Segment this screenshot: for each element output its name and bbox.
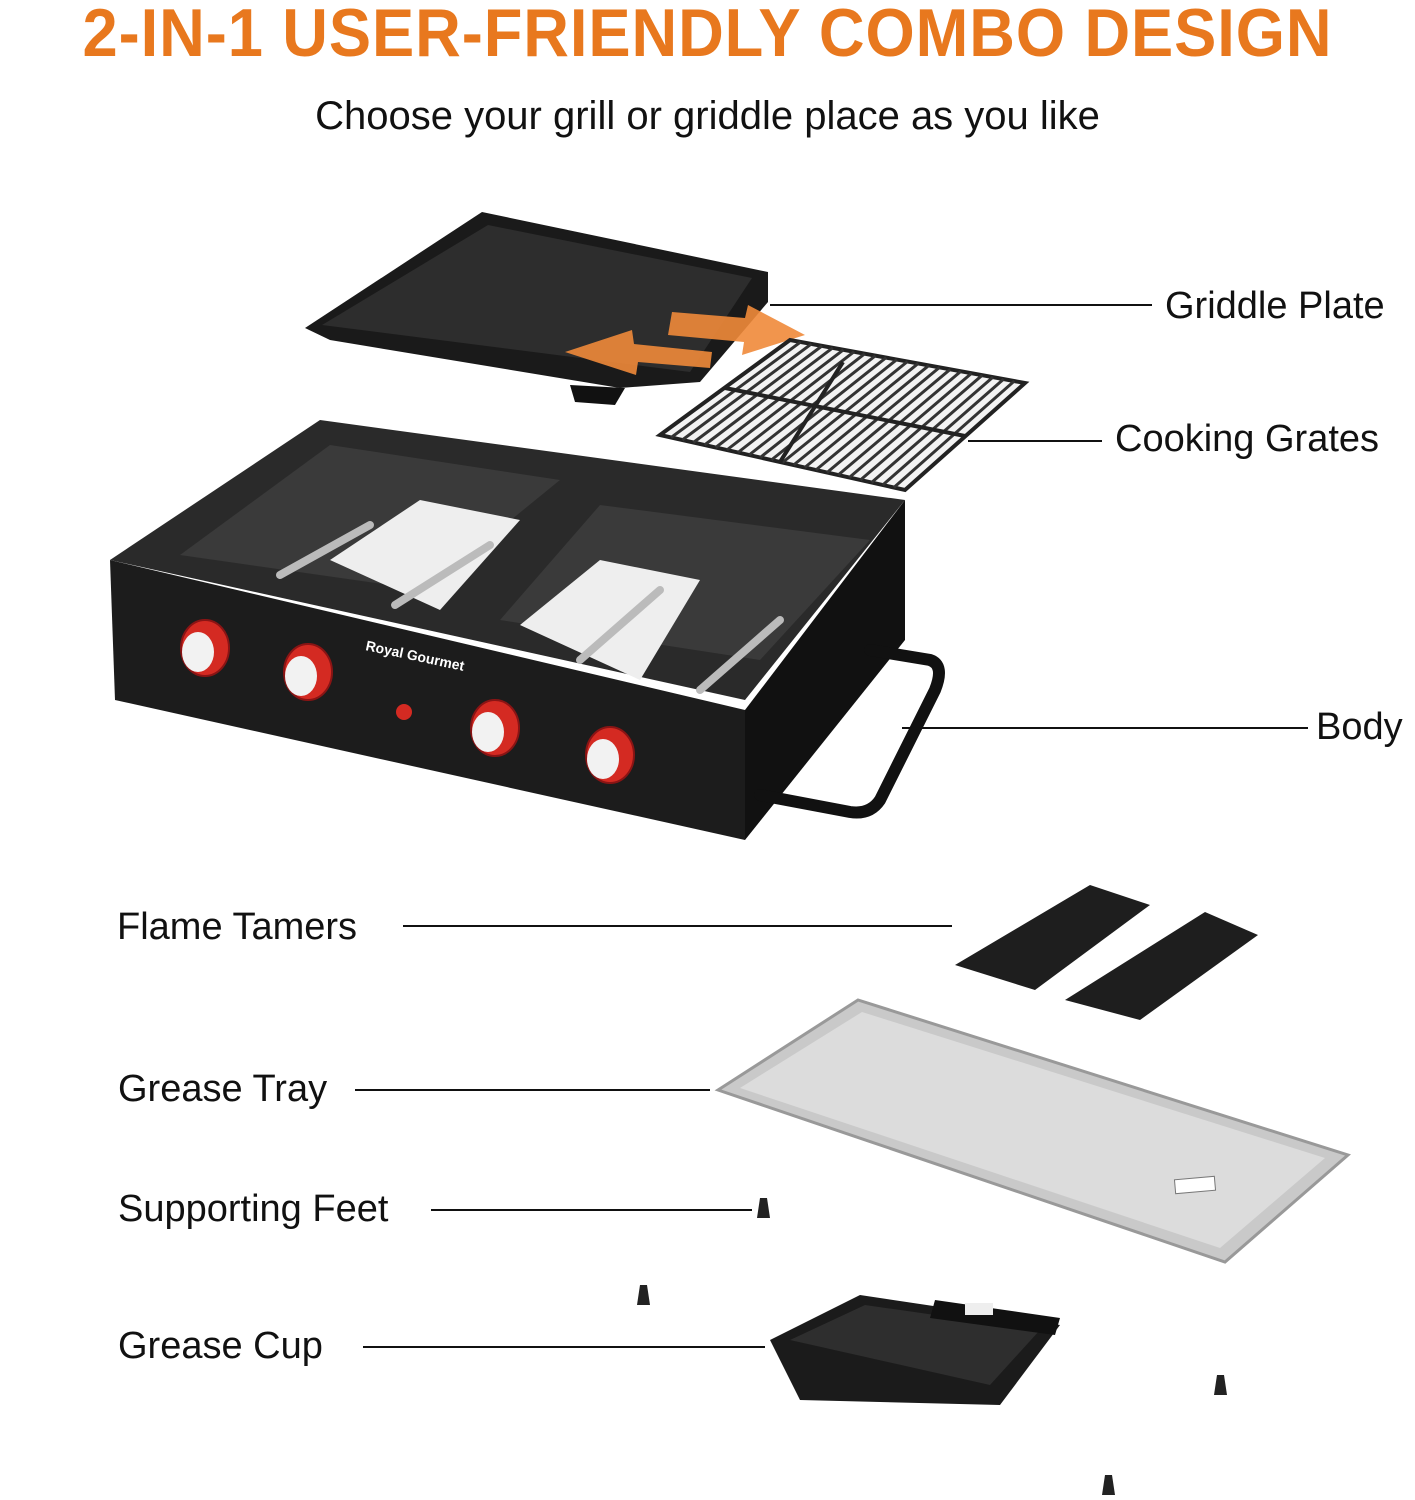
foot-4 bbox=[1102, 1475, 1115, 1495]
label-flame-tamers: Flame Tamers bbox=[117, 906, 358, 948]
page-title: 2-IN-1 USER-FRIENDLY COMBO DESIGN bbox=[82, 0, 1333, 71]
label-supporting-feet: Supporting Feet bbox=[118, 1188, 389, 1230]
leader-lines bbox=[355, 304, 1308, 1348]
label-griddle-plate: Griddle Plate bbox=[1165, 285, 1385, 327]
foot-1 bbox=[757, 1198, 770, 1218]
griddle-plate-image bbox=[305, 212, 768, 405]
page-subtitle: Choose your grill or griddle place as yo… bbox=[315, 94, 1100, 138]
label-cooking-grates: Cooking Grates bbox=[1115, 418, 1380, 460]
label-grease-cup: Grease Cup bbox=[118, 1325, 323, 1367]
grease-tray-image bbox=[714, 998, 1352, 1264]
supporting-feet-image bbox=[637, 1198, 1227, 1495]
flame-tamers-image bbox=[955, 885, 1258, 1020]
label-grease-tray: Grease Tray bbox=[118, 1068, 328, 1110]
foot-2 bbox=[637, 1285, 650, 1305]
igniter-button bbox=[396, 704, 412, 720]
swap-arrows-icon bbox=[565, 305, 805, 375]
foot-3 bbox=[1214, 1375, 1227, 1395]
label-body: Body bbox=[1316, 706, 1403, 748]
grease-cup-image bbox=[770, 1295, 1060, 1405]
grill-body-image: Royal Gourmet bbox=[110, 420, 945, 840]
cooking-grates-image bbox=[655, 337, 1030, 493]
